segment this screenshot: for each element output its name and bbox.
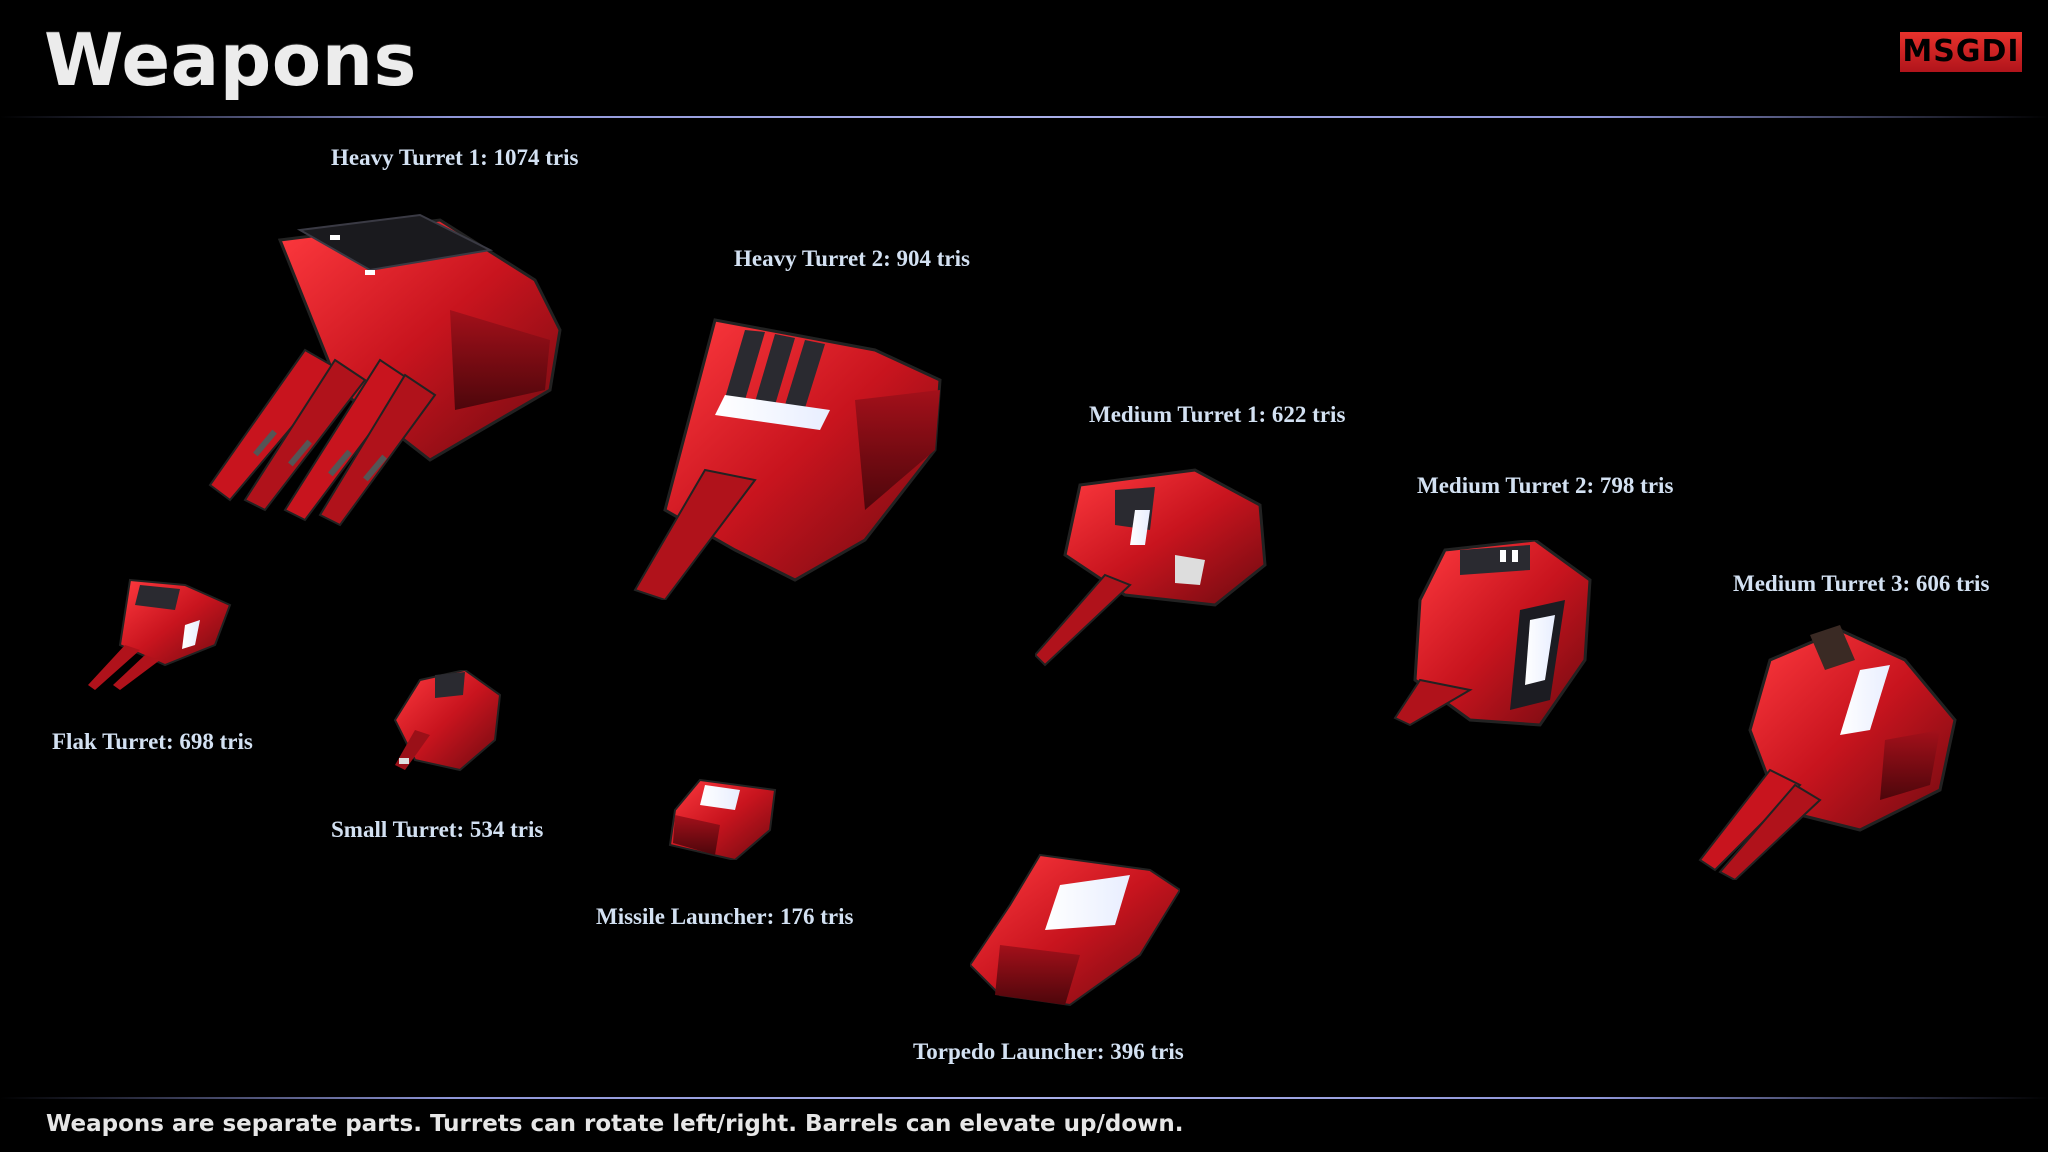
top-divider xyxy=(0,116,2048,118)
small-turret-model xyxy=(385,670,505,775)
small-turret-label: Small Turret: 534 tris xyxy=(331,817,544,842)
medium-turret-1-model xyxy=(1035,465,1275,675)
flak-turret-label: Flak Turret: 698 tris xyxy=(52,729,253,754)
missile-launcher-model xyxy=(665,775,785,860)
flak-turret-model xyxy=(85,575,235,690)
msgdi-logo: MSGDI xyxy=(1900,32,2022,72)
bottom-divider xyxy=(0,1097,2048,1099)
medium-turret-3-label: Medium Turret 3: 606 tris xyxy=(1733,571,1990,596)
torpedo-launcher-model xyxy=(970,845,1180,1010)
heavy-turret-2-model xyxy=(625,310,945,600)
torpedo-launcher-label: Torpedo Launcher: 396 tris xyxy=(913,1039,1184,1064)
heavy-turret-2-label: Heavy Turret 2: 904 tris xyxy=(734,246,970,271)
footer-note: Weapons are separate parts. Turrets can … xyxy=(46,1111,1184,1137)
heavy-turret-1-model xyxy=(190,210,590,530)
medium-turret-2-label: Medium Turret 2: 798 tris xyxy=(1417,473,1674,498)
medium-turret-2-model xyxy=(1390,540,1600,730)
medium-turret-3-model xyxy=(1690,620,1970,880)
page-title: Weapons xyxy=(44,18,417,102)
missile-launcher-label: Missile Launcher: 176 tris xyxy=(596,904,854,929)
heavy-turret-1-label: Heavy Turret 1: 1074 tris xyxy=(331,145,579,170)
medium-turret-1-label: Medium Turret 1: 622 tris xyxy=(1089,402,1346,427)
